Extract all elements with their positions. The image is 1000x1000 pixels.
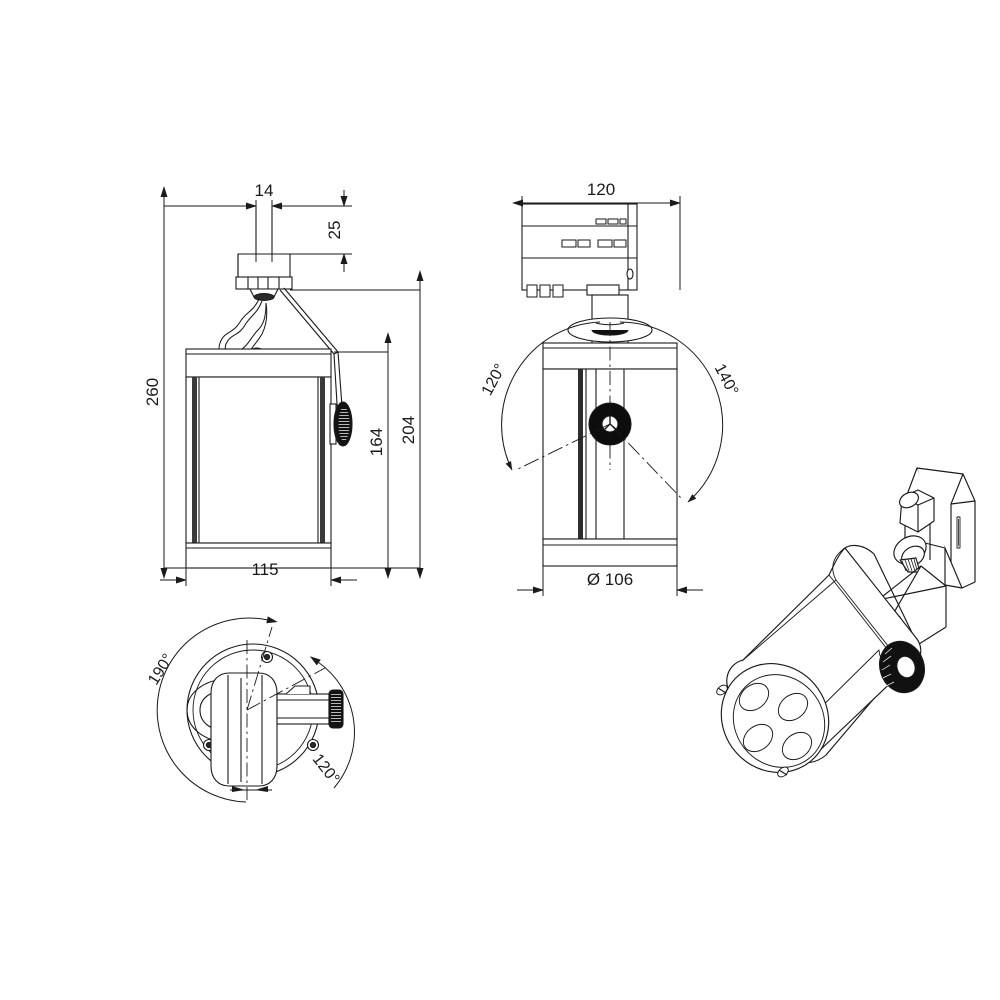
dimension-label-25: 25	[325, 221, 344, 240]
track-adapter-block	[235, 253, 293, 301]
dimension-label-14: 14	[255, 181, 274, 200]
view-isometric-product	[716, 467, 976, 778]
view-side-elevation	[185, 206, 353, 569]
iso-rim-screws	[716, 684, 789, 778]
dimension-260	[160, 186, 256, 579]
housing-body	[185, 376, 332, 544]
iso-locking-knob	[879, 640, 925, 694]
dimension-120-width	[512, 196, 681, 290]
locking-knob-side	[329, 401, 353, 447]
iso-led-lenses	[738, 682, 813, 761]
iso-bracket-hex-knob	[899, 489, 935, 533]
plan-rotation-arcs	[156, 616, 355, 803]
dimension-label-120-width: 120	[587, 180, 615, 199]
dimension-label-115: 115	[251, 560, 278, 579]
dimension-164	[331, 332, 392, 579]
view-bottom-plan	[186, 640, 344, 800]
iso-pivot-collar	[893, 535, 927, 573]
housing-top-cap	[185, 348, 332, 378]
dimension-25	[272, 190, 352, 272]
plan-chord-markers	[230, 786, 272, 792]
front-bottom-rim	[542, 538, 678, 567]
dimension-label-diameter-106: Ø 106	[587, 570, 633, 589]
dimension-label-164: 164	[367, 428, 386, 456]
dimension-label-204: 204	[399, 416, 418, 444]
rotating-head-body	[210, 672, 278, 787]
track-adapter-box	[521, 203, 638, 298]
dimension-label-260: 260	[143, 378, 162, 406]
tilt-range-arcs	[501, 321, 724, 503]
knob-shaft-plan	[276, 685, 344, 729]
dimension-115	[160, 556, 357, 586]
housing-bottom-rim	[185, 542, 332, 569]
dimension-diameter-106	[517, 566, 703, 596]
